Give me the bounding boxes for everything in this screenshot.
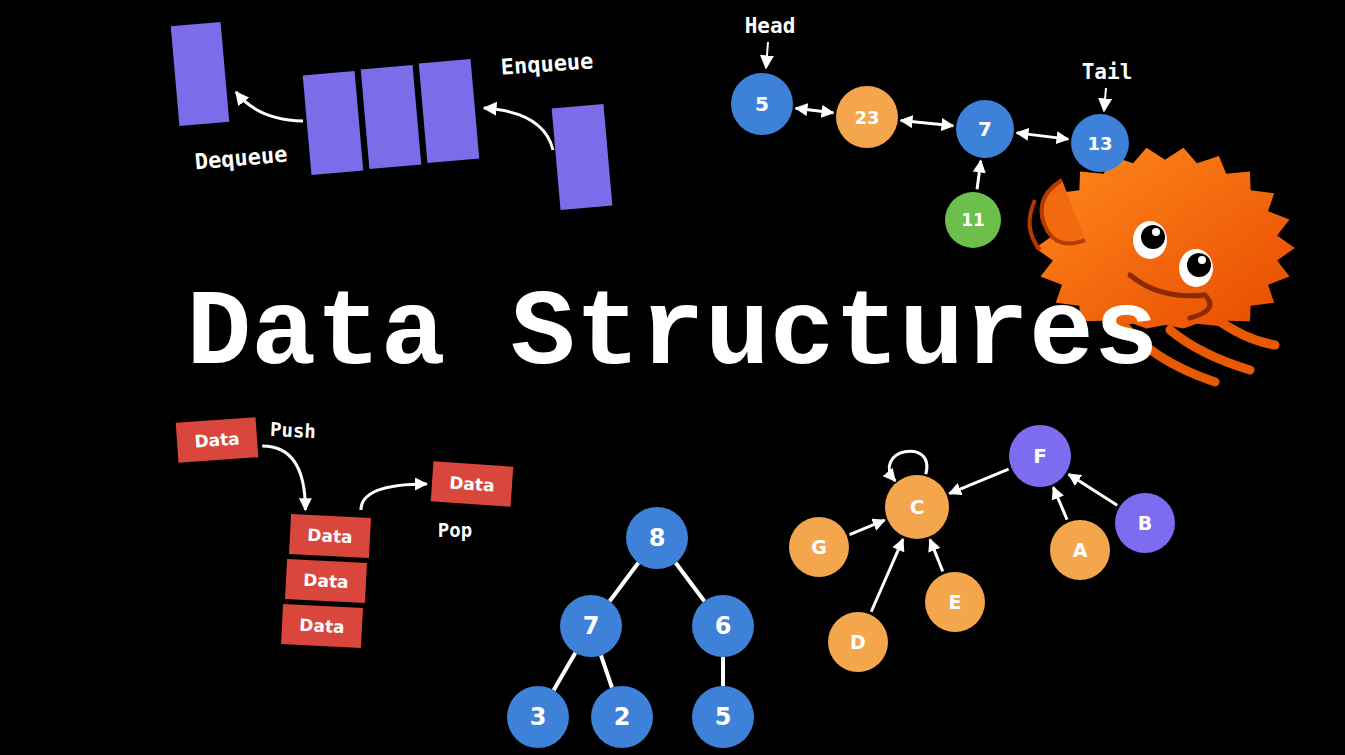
node-text: 6 xyxy=(715,612,732,640)
tree-branch xyxy=(601,655,612,687)
title: Data Structures xyxy=(0,280,1345,388)
value-circle: A xyxy=(1050,520,1110,580)
node-text: 7 xyxy=(978,117,992,141)
value-circle: B xyxy=(1115,493,1175,553)
pointer-arrow xyxy=(1053,487,1067,519)
crab-eye xyxy=(1179,249,1213,287)
structure-label: Enqueue xyxy=(500,48,594,79)
pointer-arrow xyxy=(977,161,981,190)
node-text: 5 xyxy=(715,703,732,731)
value-circle: 7 xyxy=(560,595,622,657)
node-text: Data xyxy=(449,472,495,495)
crab-pupil xyxy=(1141,225,1165,249)
node-text: 5 xyxy=(755,92,769,116)
value-circle: C xyxy=(885,475,949,539)
value-circle: 23 xyxy=(836,86,898,148)
pointer-arrow xyxy=(1069,474,1118,505)
node-text: 23 xyxy=(854,107,879,128)
queue-block xyxy=(419,59,480,163)
value-circle: 6 xyxy=(692,595,754,657)
pointer-arrow xyxy=(871,539,903,612)
pointer-arrow xyxy=(901,120,953,125)
node-text: A xyxy=(1073,539,1088,561)
head-pointer xyxy=(766,42,768,68)
data-box: Data xyxy=(285,559,367,603)
queue-block xyxy=(171,22,230,126)
data-box: Data xyxy=(176,417,259,462)
crab-eye-glint xyxy=(1152,228,1160,236)
crab-claw xyxy=(1042,180,1085,244)
value-circle: 8 xyxy=(626,507,688,569)
stack-arrow xyxy=(262,446,305,510)
pointer-arrow xyxy=(850,520,885,534)
value-circle: 5 xyxy=(731,73,793,135)
value-circle: F xyxy=(1009,425,1071,487)
node-text: 2 xyxy=(614,703,631,731)
dequeue-arrow xyxy=(236,92,303,121)
node-text: Data xyxy=(299,615,345,637)
node-text: 3 xyxy=(530,703,547,731)
tree-branch xyxy=(610,563,639,601)
value-circle: 7 xyxy=(956,100,1014,158)
pointer-arrow xyxy=(1017,133,1068,139)
enqueue-arrow xyxy=(484,108,553,150)
structure-label: Tail xyxy=(1082,60,1133,84)
node-text: 13 xyxy=(1087,133,1112,154)
node-text: F xyxy=(1033,444,1047,468)
queue-block xyxy=(303,71,364,175)
stack-arrow xyxy=(361,484,427,510)
node-text: C xyxy=(910,495,925,519)
node-text: 7 xyxy=(583,612,600,640)
tail-pointer xyxy=(1104,88,1106,111)
node-text: Data xyxy=(307,525,353,547)
pointer-arrow xyxy=(949,469,1008,494)
node-text: E xyxy=(949,591,962,613)
crab-claw-tip xyxy=(1030,200,1040,250)
value-circle: G xyxy=(789,517,849,577)
node-text: Data xyxy=(194,428,240,451)
pointer-arrow xyxy=(796,108,834,113)
value-circle: 3 xyxy=(507,686,569,748)
structure-label: Head xyxy=(745,14,796,38)
value-circle: 2 xyxy=(591,686,653,748)
queue-block xyxy=(361,65,422,169)
tree-branch xyxy=(676,563,705,601)
value-circle: E xyxy=(925,572,985,632)
value-circle: D xyxy=(828,612,888,672)
value-circle: 5 xyxy=(692,686,754,748)
value-circle: 13 xyxy=(1071,114,1129,172)
crab-pupil xyxy=(1187,253,1211,277)
crab-eye xyxy=(1133,221,1167,259)
node-text: B xyxy=(1138,512,1152,534)
crab-eye-glint xyxy=(1198,256,1206,264)
data-box: Data xyxy=(431,461,514,506)
value-circle: 11 xyxy=(945,192,1001,248)
node-text: G xyxy=(811,536,827,558)
structure-label: Push xyxy=(270,418,317,442)
data-box: Data xyxy=(289,514,371,558)
tree-branch xyxy=(554,653,576,690)
pointer-arrow xyxy=(930,539,943,571)
structure-label: Pop xyxy=(438,519,472,541)
node-text: D xyxy=(850,631,866,653)
structure-label: Dequeue xyxy=(194,142,289,175)
data-box: Data xyxy=(281,604,363,648)
queue-block xyxy=(552,104,613,210)
queue-blocks xyxy=(171,22,613,210)
node-text: 8 xyxy=(649,524,666,552)
node-text: Data xyxy=(303,570,349,592)
node-text: 11 xyxy=(961,210,985,230)
tree-branch xyxy=(721,657,725,686)
